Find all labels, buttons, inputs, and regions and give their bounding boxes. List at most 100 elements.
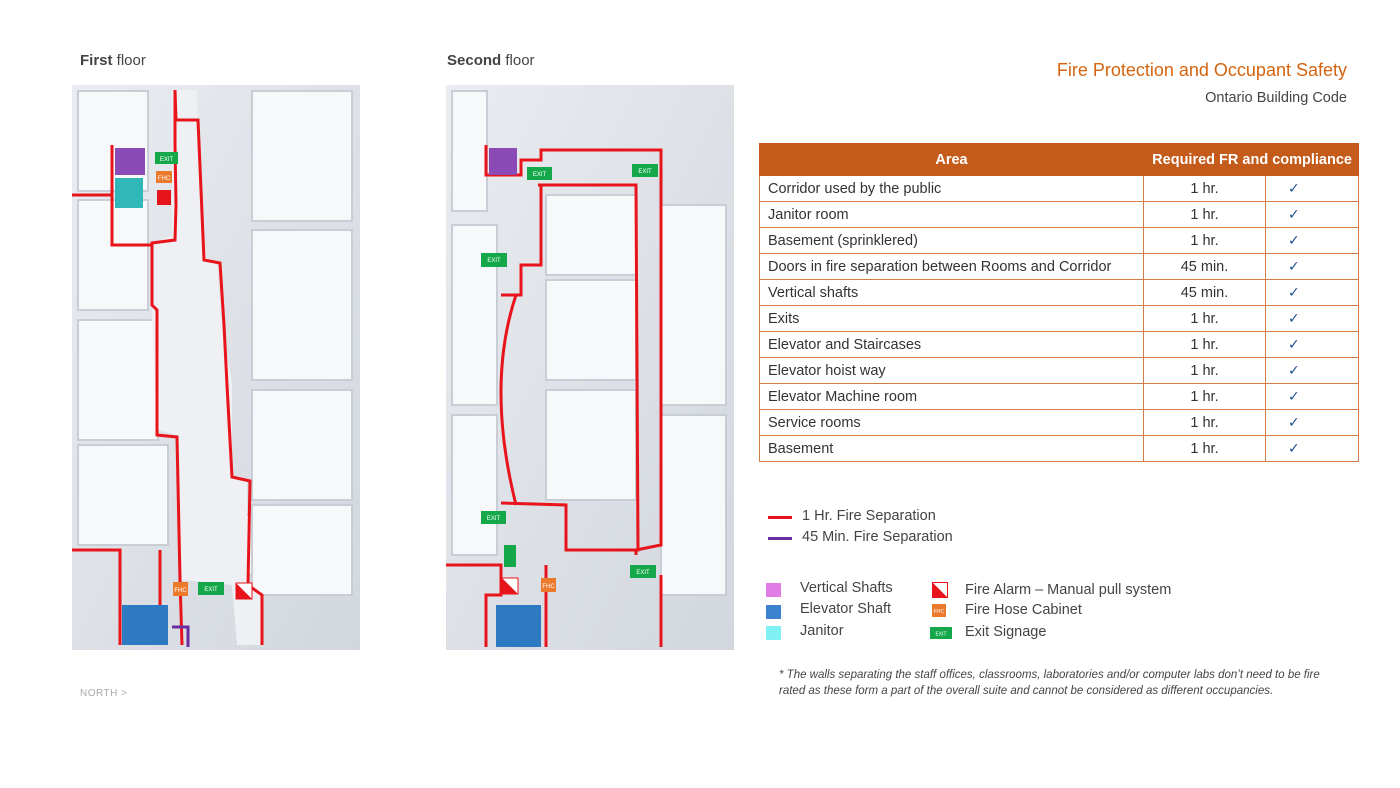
forty-five-min-separation-line [768,537,792,540]
fire-alarm-icon [235,582,253,600]
fire-hose-cabinet-icon: FHC [932,604,946,617]
forty-five-min-separation-label: 45 Min. Fire Separation [802,529,953,545]
svg-text:EXIT: EXIT [204,587,218,593]
compliance-check-icon: ✓ [1265,409,1359,436]
exit-signage-label: Exit Signage [965,624,1047,640]
compliance-check-icon: ✓ [1265,175,1359,202]
fire-rating-cell: 1 hr. [1143,175,1266,202]
svg-text:FHC: FHC [934,609,945,615]
area-cell: Doors in fire separation between Rooms a… [759,253,1144,280]
area-cell: Service rooms [759,409,1144,436]
exit-sign-icon: EXIT [930,627,952,639]
exit-sign-icon: EXIT [630,565,656,578]
first-floor-plan: EXIT FHC EXIT FHC [72,85,360,650]
exit-sign-icon: EXIT [632,164,658,177]
fire-hose-cabinet-label: Fire Hose Cabinet [965,602,1082,618]
vertical-shaft-marker [115,148,145,175]
fire-rating-cell: 1 hr. [1143,435,1266,462]
compliance-check-icon: ✓ [1265,253,1359,280]
svg-text:EXIT: EXIT [160,157,174,163]
elevator-shaft-label: Elevator Shaft [800,601,892,617]
compliance-check-icon: ✓ [1265,201,1359,228]
fire-rating-cell: 45 min. [1143,253,1266,280]
fire-rating-cell: 45 min. [1143,279,1266,306]
fire-rating-cell: 1 hr. [1143,305,1266,332]
table-row: Basement (sprinklered)1 hr.✓ [759,227,1359,254]
vertical-shafts-label: Vertical Shafts [800,580,893,596]
vertical-shafts-swatch [766,583,781,597]
svg-text:EXIT: EXIT [487,258,501,264]
svg-text:FHC: FHC [158,176,171,182]
exit-sign-icon: EXIT [155,152,178,164]
fire-rating-cell: 1 hr. [1143,331,1266,358]
header-area: Area [759,143,1144,176]
one-hour-separation-line [768,516,792,519]
page-title: Fire Protection and Occupant Safety [1056,60,1347,80]
svg-text:EXIT: EXIT [935,632,946,638]
elevator-shaft-marker [496,605,541,647]
fire-hose-cabinet-icon: FHC [541,578,556,592]
exit-sign-icon: EXIT [481,511,506,524]
fire-alarm-icon [501,577,519,595]
fire-alarm-label: Fire Alarm – Manual pull system [965,582,1172,598]
one-hour-separation-label: 1 Hr. Fire Separation [802,508,936,524]
compliance-check-icon: ✓ [1265,383,1359,410]
janitor-marker [115,178,143,208]
fire-alarm-icon [157,190,171,205]
area-cell: Elevator hoist way [759,357,1144,384]
first-floor-label: First floor [80,52,146,69]
second-floor-label: Second floor [447,52,535,69]
svg-text:EXIT: EXIT [636,570,650,576]
footnote: * The walls separating the staff offices… [779,669,1320,697]
compliance-check-icon: ✓ [1265,357,1359,384]
svg-text:FHC: FHC [174,588,187,594]
svg-text:EXIT: EXIT [638,169,652,175]
exit-sign-icon: EXIT [481,253,507,267]
vertical-shaft-marker [489,148,517,175]
compliance-check-icon: ✓ [1265,279,1359,306]
janitor-label: Janitor [800,623,844,639]
fire-rating-cell: 1 hr. [1143,201,1266,228]
table-row: Doors in fire separation between Rooms a… [759,253,1359,280]
elevator-shaft-marker [122,605,168,645]
area-cell: Basement [759,435,1144,462]
exit-sign-icon [504,545,516,567]
fire-hose-cabinet-icon: FHC [156,171,172,183]
fire-hose-cabinet-icon: FHC [173,582,188,596]
second-floor-plan: EXIT EXIT EXIT EXIT EXIT FHC [446,85,734,650]
compliance-check-icon: ✓ [1265,305,1359,332]
area-cell: Janitor room [759,201,1144,228]
header-required-fr: Required FR and compliance [1143,143,1359,176]
area-cell: Exits [759,305,1144,332]
fire-rating-cell: 1 hr. [1143,409,1266,436]
janitor-swatch [766,626,781,640]
area-cell: Corridor used by the public [759,175,1144,202]
svg-text:EXIT: EXIT [487,516,501,522]
fire-rating-table: Area Required FR and compliance Corridor… [759,143,1359,462]
area-cell: Vertical shafts [759,279,1144,306]
svg-text:EXIT: EXIT [533,172,547,178]
exit-sign-icon: EXIT [527,167,552,180]
fire-rating-cell: 1 hr. [1143,383,1266,410]
exit-sign-icon: EXIT [198,582,224,595]
fire-rating-cell: 1 hr. [1143,227,1266,254]
area-cell: Elevator Machine room [759,383,1144,410]
compliance-check-icon: ✓ [1265,435,1359,462]
elevator-shaft-swatch [766,605,781,619]
fire-rating-cell: 1 hr. [1143,357,1266,384]
compliance-check-icon: ✓ [1265,227,1359,254]
area-cell: Basement (sprinklered) [759,227,1144,254]
fire-alarm-icon [932,582,948,598]
area-cell: Elevator and Staircases [759,331,1144,358]
compliance-check-icon: ✓ [1265,331,1359,358]
north-indicator: NORTH > [80,688,128,699]
